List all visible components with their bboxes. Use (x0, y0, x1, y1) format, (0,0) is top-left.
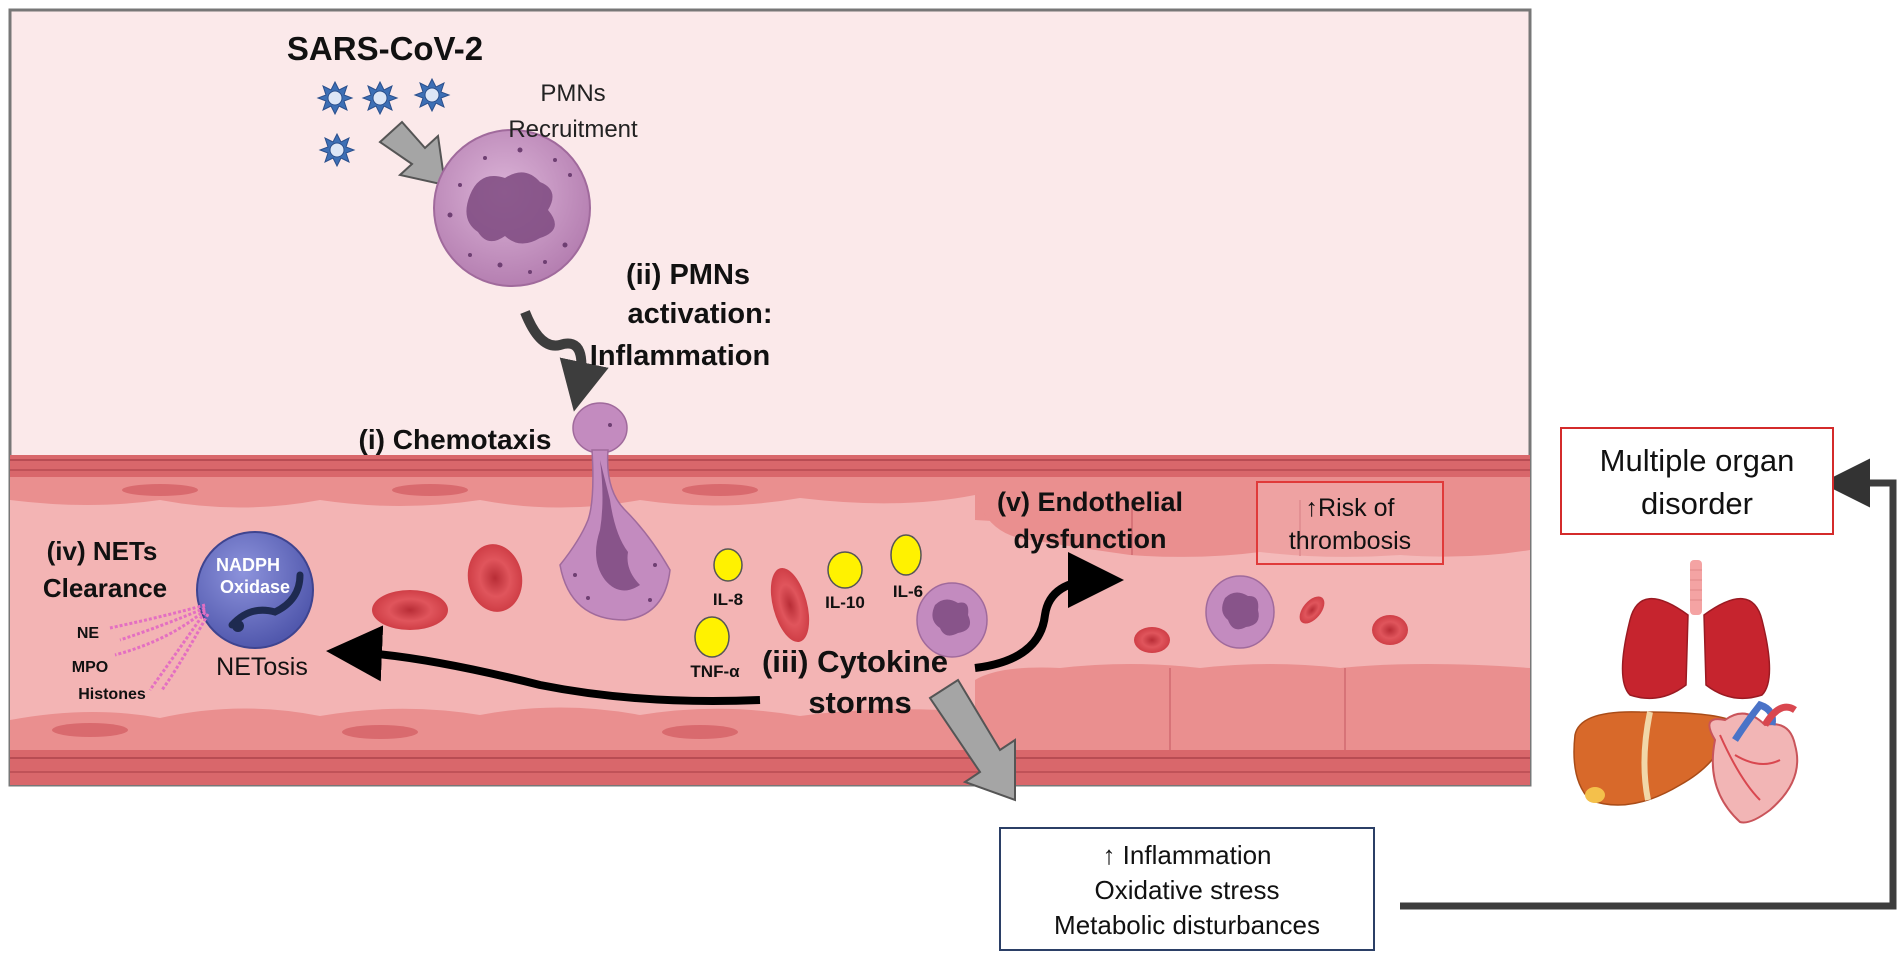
red-blood-cell-icon (1134, 627, 1170, 653)
effects-line2: Oxidative stress (1095, 875, 1280, 905)
virus-to-pmn-arrow (378, 120, 447, 187)
thrombosis-risk-box: ↑Risk of thrombosis (1256, 481, 1444, 565)
cytokine-icon (713, 548, 743, 582)
cytokine-to-effects-arrow (928, 678, 1016, 802)
nadph-label-line1: NADPH (216, 555, 280, 575)
endothelial-label-line2: dysfunction (1014, 524, 1167, 554)
lower-vessel-wall (10, 750, 1530, 785)
organ-disorder-line2: disorder (1641, 486, 1753, 521)
heart-icon (1708, 700, 1799, 824)
virus-icon (361, 80, 399, 116)
neutrophil-icon (1205, 575, 1275, 649)
pmn-recruitment-label-line2: Recruitment (508, 116, 638, 143)
cytokine-to-endothelium-arrow (974, 552, 1124, 672)
virus-icon (318, 132, 356, 168)
activation-arrow (520, 310, 609, 412)
red-blood-cell-icon (770, 568, 810, 642)
virus-label: SARS-CoV-2 (287, 30, 483, 67)
organ-disorder-box: Multiple organ disorder (1560, 427, 1834, 535)
nadph-oxidase-icon (196, 531, 314, 649)
chemotaxis-label: (i) Chemotaxis (359, 424, 552, 455)
activation-label-line2: activation: (627, 298, 772, 330)
cytokines (694, 534, 922, 658)
red-blood-cell-icon (1372, 615, 1408, 645)
il8-label: IL-8 (713, 590, 743, 609)
cytokine-to-nets-arrow (326, 625, 761, 705)
activation-label-line3: Inflammation (590, 340, 770, 372)
nets-label-line2: Clearance (43, 573, 167, 603)
swollen-endothelium-top (975, 490, 1530, 557)
tnf-label: TNF-α (690, 662, 740, 681)
effects-line1: ↑ Inflammation (1102, 840, 1271, 870)
net-strands (109, 603, 210, 691)
transmigrating-neutrophil (559, 402, 671, 621)
effects-to-organ-connector (1400, 458, 1897, 910)
cytokine-label-line1: (iii) Cytokine (762, 644, 948, 679)
activation-label-line1: (ii) PMNs (626, 259, 750, 291)
endothelial-label-line1: (v) Endothelial (997, 487, 1183, 517)
nets-label-line1: (iv) NETs (47, 536, 158, 566)
neutrophil-icon (916, 582, 988, 658)
upper-vessel-wall (10, 455, 1530, 477)
thrombosis-risk-line1: ↑Risk of (1306, 494, 1395, 522)
red-blood-cell-icon (467, 544, 523, 612)
cytokine-icon (890, 534, 922, 576)
effects-line3: Metabolic disturbances (1054, 910, 1320, 940)
pmn-recruitment-label-line1: PMNs (540, 80, 605, 107)
virus-particles (316, 77, 451, 168)
cytokine-icon (827, 551, 863, 589)
systemic-effects-box: ↑ Inflammation Oxidative stress Metaboli… (999, 827, 1375, 951)
virus-icon (413, 77, 451, 113)
organ-disorder-line1: Multiple organ (1600, 443, 1795, 478)
histones-label: Histones (78, 686, 146, 703)
lungs-icon (1621, 560, 1771, 700)
nadph-label-line2: Oxidase (220, 577, 290, 597)
cytokine-label-line2: storms (808, 685, 911, 720)
mpo-label: MPO (72, 659, 108, 676)
red-blood-cell-icon (1299, 596, 1325, 624)
thrombosis-risk-line2: thrombosis (1289, 527, 1411, 555)
liver-icon (1573, 711, 1731, 806)
il10-label: IL-10 (825, 593, 865, 612)
virus-icon (316, 80, 354, 116)
cytokine-icon (694, 616, 730, 658)
netosis-label: NETosis (216, 653, 308, 681)
blood-vessel-panel (8, 8, 1532, 787)
neutrophil-icon (433, 129, 591, 287)
red-blood-cells (372, 544, 1408, 653)
ne-label: NE (77, 625, 100, 642)
red-blood-cell-icon (372, 590, 448, 630)
il6-label: IL-6 (893, 582, 923, 601)
